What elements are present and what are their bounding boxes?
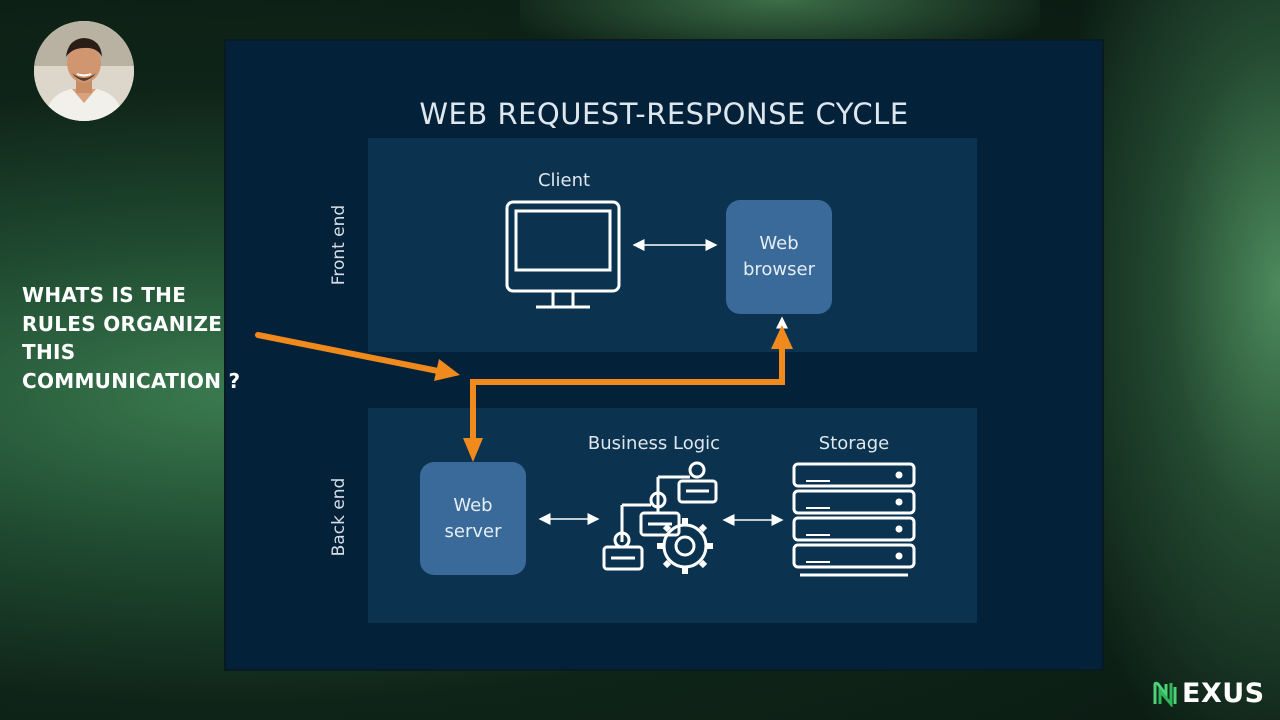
web-browser-box: Web browser — [726, 200, 832, 314]
business-logic-label: Business Logic — [587, 433, 721, 454]
question-line-4: COMMUNICATION ? — [22, 368, 241, 393]
monitor-icon — [505, 200, 621, 309]
question-line-2: RULES ORGANIZE — [22, 311, 223, 336]
nexus-logo: EXUS — [1152, 676, 1270, 710]
background-glow-right — [1080, 0, 1280, 720]
logo-text: EXUS — [1182, 677, 1265, 709]
annotation-arrows — [255, 325, 793, 462]
flowchart-gear-icon — [602, 461, 718, 574]
question-line-1: WHATS IS THE — [22, 283, 187, 307]
web-browser-label-line1: Web — [759, 233, 799, 254]
web-server-label-line2: server — [444, 520, 502, 542]
web-server-label-line1: Web — [453, 494, 493, 516]
web-browser-label-line2: browser — [742, 259, 816, 280]
web-server-box: Web server — [420, 462, 526, 575]
server-rack-icon — [792, 462, 916, 577]
presenter-avatar — [34, 21, 134, 121]
storage-label: Storage — [818, 433, 890, 454]
client-label: Client — [537, 170, 591, 191]
question-line-3: THIS — [22, 340, 76, 364]
slide-title: WEB REQUEST-RESPONSE CYCLE — [419, 97, 909, 131]
logo-stylized-n-icon — [1153, 681, 1177, 707]
question-text: WHATS IS THE RULES ORGANIZE THIS COMMUNI… — [22, 281, 302, 393]
